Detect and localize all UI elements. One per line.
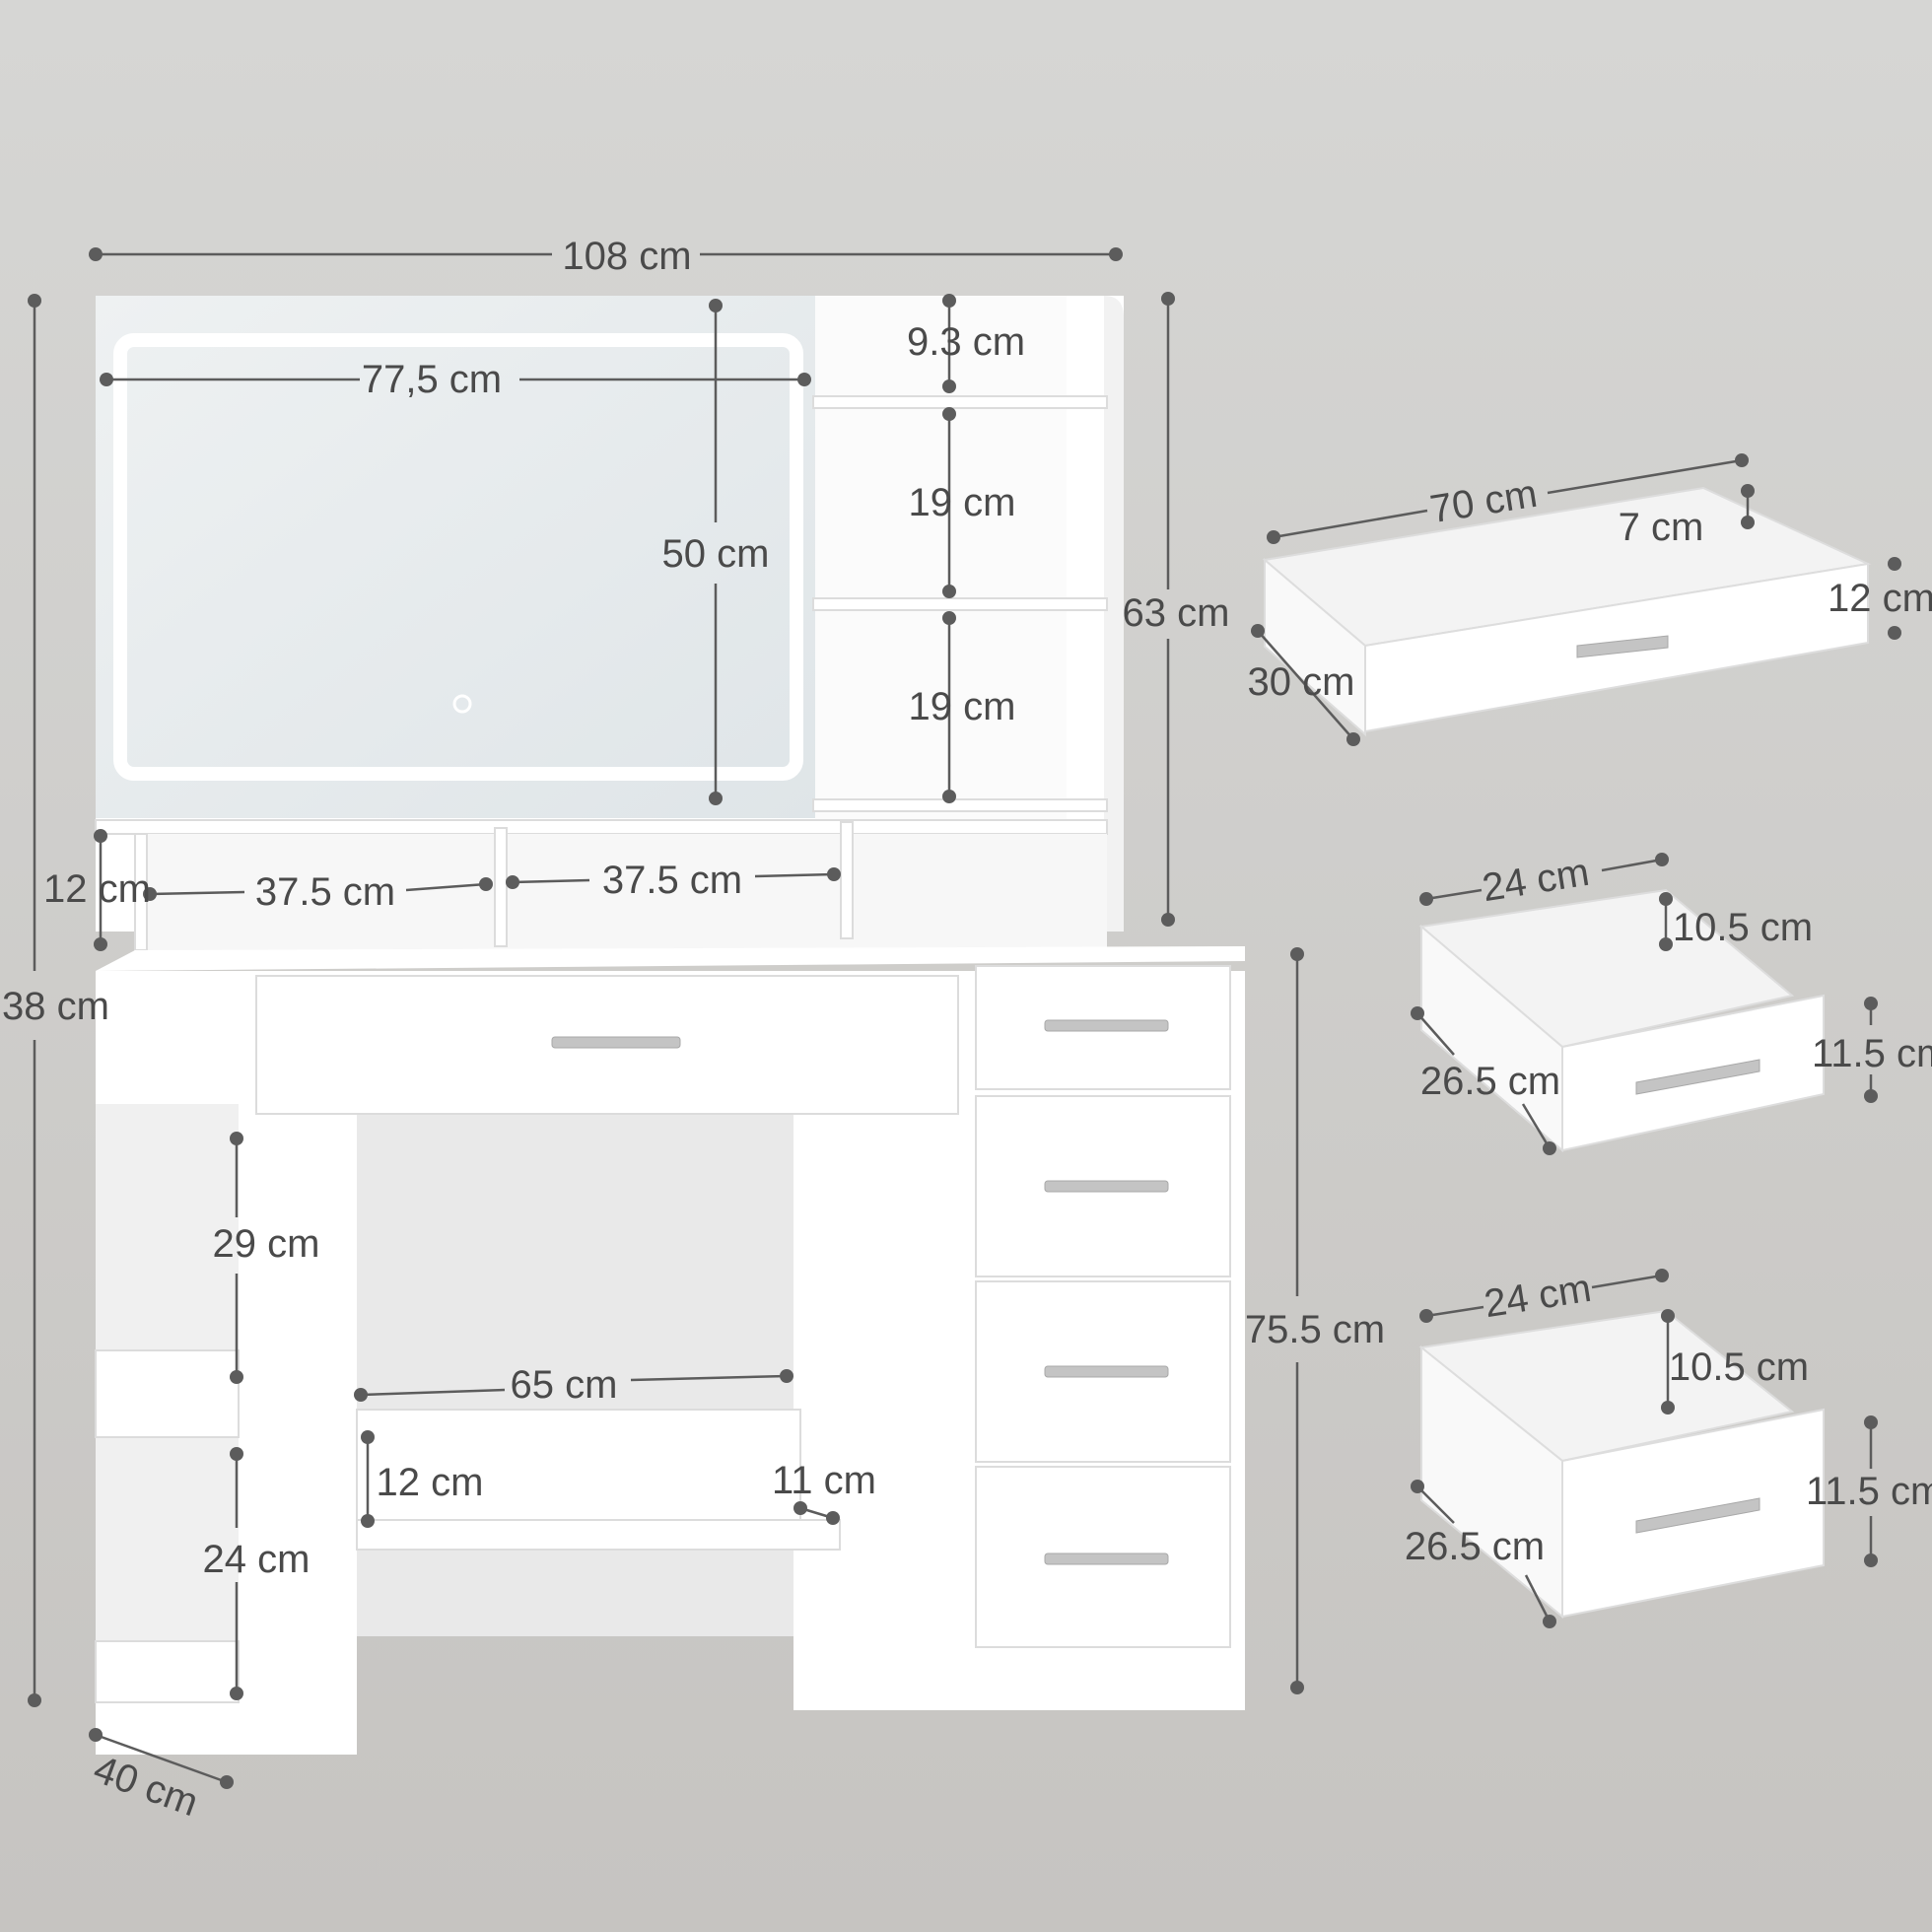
shelf-top bbox=[812, 395, 1108, 409]
vanity-table bbox=[95, 296, 1245, 1755]
drawer-wide-handle bbox=[551, 1036, 681, 1049]
desk-top-surface bbox=[96, 946, 1245, 971]
label-drawer-small-lower-depth: 26.5 cm bbox=[1405, 1525, 1545, 1568]
label-cubby-height: 12 cm bbox=[43, 867, 151, 911]
drawer-right-4-handle bbox=[1044, 1552, 1169, 1565]
cubby-row bbox=[146, 834, 1107, 950]
label-footrest-width: 65 cm bbox=[511, 1363, 618, 1407]
drawer-large-handle bbox=[1576, 635, 1669, 658]
label-side-shelf-upper: 29 cm bbox=[213, 1222, 320, 1266]
drawer-large-illustration bbox=[1262, 486, 1872, 737]
label-side-shelf-lower: 24 cm bbox=[203, 1538, 310, 1581]
label-footrest-depth: 11 cm bbox=[772, 1459, 876, 1502]
shelf-lower bbox=[812, 798, 1108, 812]
drawer-right-3-handle bbox=[1044, 1365, 1169, 1378]
dimension-labels: 108 cm 38 cm 77,5 cm 50 cm 9.3 cm 19 cm … bbox=[2, 235, 1932, 1825]
label-drawer-large-outer-height: 12 cm bbox=[1828, 577, 1932, 620]
cubby-top-board bbox=[95, 819, 1108, 835]
label-footrest-height: 12 cm bbox=[377, 1461, 484, 1504]
drawer-small-lower-illustration bbox=[1418, 1309, 1825, 1620]
label-drawer-small-lower-inner-height: 10.5 cm bbox=[1669, 1346, 1809, 1389]
left-side-shelf bbox=[95, 1349, 240, 1438]
label-drawer-small-inner-height: 10.5 cm bbox=[1673, 906, 1813, 949]
cubby-divider-1 bbox=[494, 827, 508, 947]
label-mirror-height: 50 cm bbox=[662, 532, 770, 576]
label-hutch-height: 63 cm bbox=[1123, 591, 1230, 635]
dimension-lines bbox=[28, 247, 1901, 1789]
touch-switch-icon bbox=[452, 694, 472, 714]
mirror bbox=[96, 296, 815, 818]
label-drawer-large-depth: 30 cm bbox=[1248, 660, 1355, 704]
label-right-cubby-width: 37.5 cm bbox=[602, 859, 742, 902]
label-middle-shelf-gap: 19 cm bbox=[909, 481, 1016, 524]
label-lower-shelf-gap: 19 cm bbox=[909, 685, 1016, 728]
drawer-right-1 bbox=[975, 965, 1231, 1090]
label-left-cubby-width: 37.5 cm bbox=[255, 870, 395, 914]
label-total-height: 38 cm bbox=[2, 985, 109, 1028]
footrest-board bbox=[356, 1409, 801, 1521]
label-total-width: 108 cm bbox=[562, 235, 691, 278]
label-drawer-small-depth: 26.5 cm bbox=[1420, 1060, 1560, 1103]
drawer-right-1-handle bbox=[1044, 1019, 1169, 1032]
drawer-small-illustration bbox=[1418, 888, 1825, 1153]
footrest-base bbox=[356, 1519, 841, 1551]
label-drawer-large-inner-height: 7 cm bbox=[1619, 506, 1704, 549]
hutch-side-edge bbox=[1104, 296, 1124, 932]
label-drawer-small-lower-outer-height: 11.5 cm bbox=[1806, 1470, 1932, 1513]
label-desk-height: 75.5 cm bbox=[1245, 1308, 1385, 1351]
cubby-divider-2 bbox=[840, 821, 854, 939]
drawer-right-2-handle bbox=[1044, 1180, 1169, 1193]
mirror-led-frame bbox=[113, 333, 803, 781]
label-top-shelf-gap: 9.3 cm bbox=[907, 320, 1025, 364]
label-drawer-small-outer-height: 11.5 cm bbox=[1812, 1032, 1932, 1075]
label-mirror-width: 77,5 cm bbox=[362, 358, 502, 401]
shelf-middle bbox=[812, 597, 1108, 611]
drawer-small-lower-handle bbox=[1635, 1497, 1760, 1534]
drawer-small-handle bbox=[1635, 1059, 1760, 1095]
left-side-bottom-shelf bbox=[95, 1640, 240, 1703]
